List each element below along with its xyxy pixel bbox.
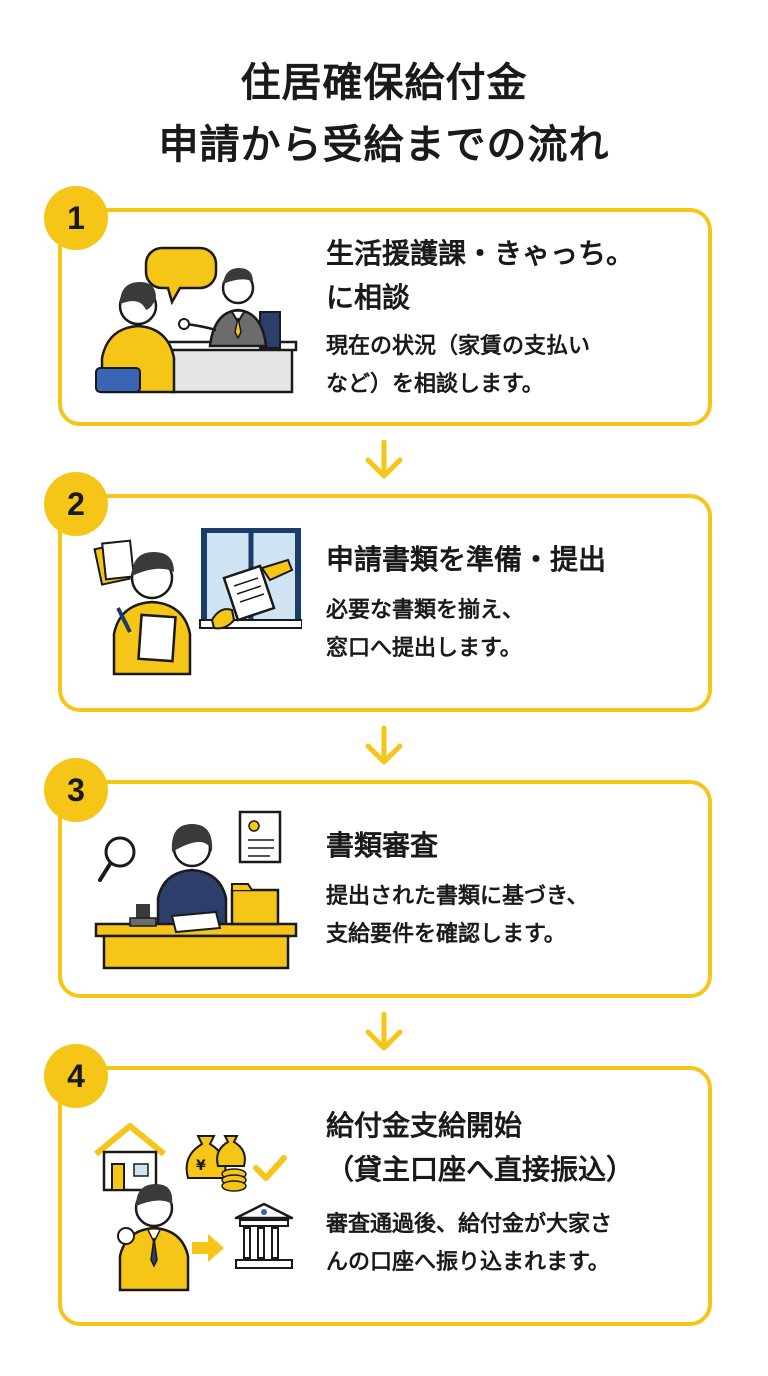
step-title-4: 給付金支給開始 （貸主口座へ直接振込） <box>326 1104 696 1192</box>
step-desc-2: 必要な書類を揃え、 窓口へ提出します。 <box>326 592 696 668</box>
step-title-1: 生活援護課・きゃっち。 に相談 <box>326 232 696 320</box>
step-title-3: 書類審査 <box>326 824 696 868</box>
chevron-down-icon <box>365 726 403 765</box>
step-number-badge-3: 3 <box>44 758 108 822</box>
document-submission-icon <box>92 527 303 682</box>
svg-text:¥: ¥ <box>196 1158 206 1174</box>
document-review-icon <box>92 808 302 974</box>
step-desc-4-line2: んの口座へ振り込まれます。 <box>326 1250 610 1275</box>
step-desc-3-line1: 提出された書類に基づき、 <box>326 884 589 909</box>
payment-transfer-icon: ¥ <box>92 1122 302 1296</box>
step-number-badge-1: 1 <box>44 186 108 250</box>
step-text-1: 生活援護課・きゃっち。 に相談 現在の状況（家賃の支払い など）を相談します。 <box>326 232 696 404</box>
step-desc-3: 提出された書類に基づき、 支給要件を確認します。 <box>326 878 696 954</box>
step-card-2 <box>58 494 712 712</box>
step-desc-2-line2: 窓口へ提出します。 <box>326 636 522 661</box>
chevron-down-icon <box>365 1012 403 1051</box>
step-number-badge-4: 4 <box>44 1044 108 1108</box>
step-title-4-line2: （貸主口座へ直接振込） <box>326 1153 635 1186</box>
step-title-2: 申請書類を準備・提出 <box>326 538 696 582</box>
chevron-down-icon <box>365 440 403 479</box>
step-desc-4-line1: 審査通過後、給付金が大家さ <box>326 1212 613 1237</box>
step-title-2-line1: 申請書類を準備・提出 <box>326 543 607 576</box>
step-desc-4: 審査通過後、給付金が大家さ んの口座へ振り込まれます。 <box>326 1206 696 1282</box>
consultation-icon <box>92 238 302 402</box>
step-desc-1-line2: など）を相談します。 <box>326 372 544 397</box>
step-desc-2-line1: 必要な書類を揃え、 <box>326 598 525 623</box>
step-text-3: 書類審査 提出された書類に基づき、 支給要件を確認します。 <box>326 824 696 954</box>
step-desc-3-line2: 支給要件を確認します。 <box>326 922 566 947</box>
step-text-2: 申請書類を準備・提出 必要な書類を揃え、 窓口へ提出します。 <box>326 538 696 668</box>
step-desc-1: 現在の状況（家賃の支払い など）を相談します。 <box>326 328 696 404</box>
page-title: 住居確保給付金 申請から受給までの流れ <box>0 52 768 176</box>
step-title-4-line1: 給付金支給開始 <box>326 1109 523 1142</box>
step-title-1-line2: に相談 <box>326 281 411 314</box>
step-title-1-line1: 生活援護課・きゃっち。 <box>326 237 635 270</box>
step-text-4: 給付金支給開始 （貸主口座へ直接振込） 審査通過後、給付金が大家さ んの口座へ振… <box>326 1104 696 1282</box>
step-title-3-line1: 書類審査 <box>326 829 439 862</box>
page-title-line2: 申請から受給までの流れ <box>158 122 610 168</box>
step-desc-1-line1: 現在の状況（家賃の支払い <box>326 334 591 359</box>
step-number-badge-2: 2 <box>44 472 108 536</box>
page-title-line1: 住居確保給付金 <box>240 60 528 106</box>
